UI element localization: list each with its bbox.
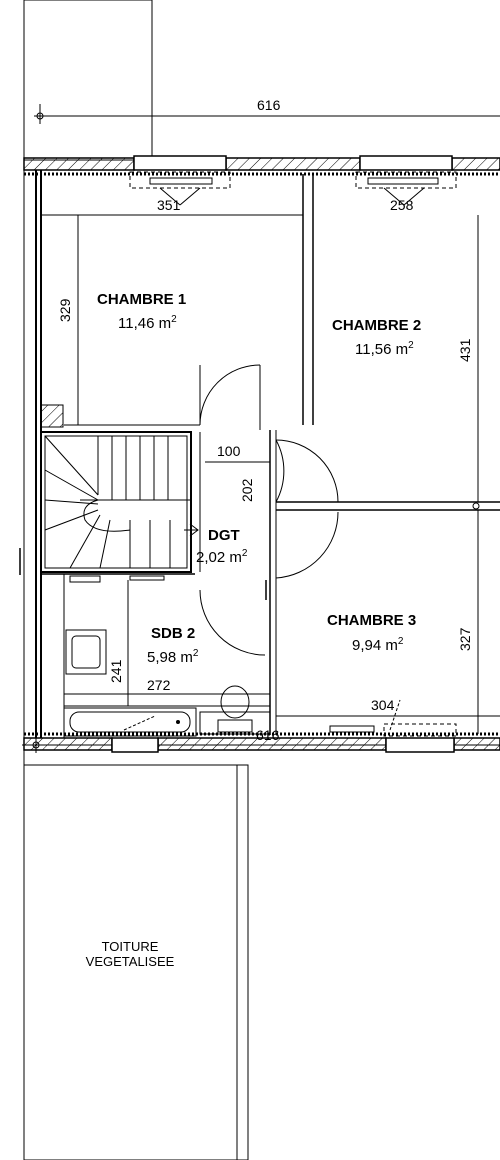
window-top-left [129,155,231,206]
roof-label-line2: VEGETALISEE [85,953,175,969]
room-name-sdb2: SDB 2 [151,625,196,642]
window-top-right [355,155,457,206]
dgt-walls [190,430,277,735]
bathtub [63,707,197,737]
room-name-chambre1: CHAMBRE 1 [97,291,187,308]
room-area-chambre2: 11,56 m2 [355,340,414,358]
staircase [40,431,199,573]
window-bottom-left [111,715,159,753]
toilet [217,685,253,733]
room-area-chambre1: 11,46 m2 [118,314,177,332]
dim-ch3-width: 304 [371,697,395,713]
dim-ch3-height: 327 [457,627,473,651]
dim-sdb-height: 241 [108,659,124,683]
radiator [69,575,165,583]
chambre2-door [275,439,339,503]
top-terrace [23,0,153,161]
top-dimension-line [34,104,500,124]
dim-window-right: 258 [390,197,414,213]
partition-ch2-ch3 [276,501,500,511]
dim-ch1-height: 329 [57,298,73,322]
dim-dgt-width: 100 [217,443,241,459]
roof-label-line1: TOITURE [101,939,159,954]
green-roof-area [23,764,249,1160]
room-area-chambre3: 9,94 m2 [352,636,404,654]
window-bottom-right [383,699,457,753]
room-name-chambre2: CHAMBRE 2 [332,317,422,334]
dim-ch2-height: 431 [457,338,473,362]
dim-bottom-overall: 616 [256,727,280,743]
chambre1-door [199,364,261,430]
dim-top-overall: 616 [257,97,281,113]
dimension-lines-interior [64,215,500,734]
room-area-dgt: 2,02 m2 [196,548,248,566]
dim-dgt-height: 202 [239,478,255,502]
dim-sdb-width: 272 [147,677,171,693]
room-name-dgt: DGT [208,527,240,544]
chambre1-walls [40,174,314,428]
sdb-door [199,589,266,656]
left-exterior-wall [19,160,42,765]
roof-label: TOITURE VEGETALISEE [55,939,205,970]
dim-window-left: 351 [157,197,181,213]
sink [65,629,107,675]
room-area-sdb2: 5,98 m2 [147,648,199,666]
room-name-chambre3: CHAMBRE 3 [327,612,417,629]
chambre3-door [265,511,339,600]
